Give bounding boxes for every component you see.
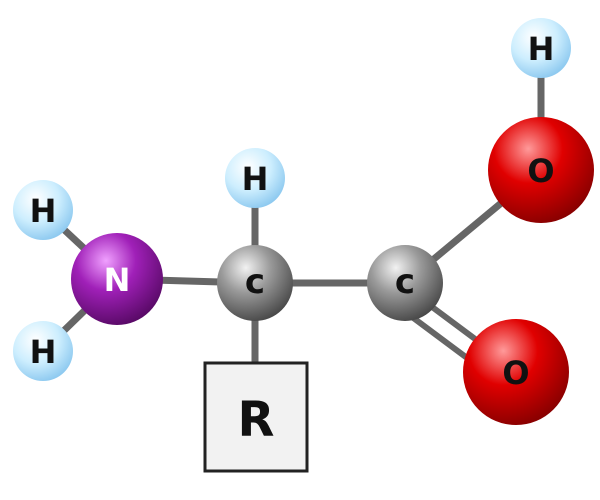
atom-h-hydroxyl: H — [511, 18, 571, 78]
atom-h-amine-bottom: H — [13, 321, 73, 381]
atom-h-amine-top: H — [13, 180, 73, 240]
atom-c-alpha: c — [217, 245, 293, 321]
side-chain-r: R — [203, 361, 309, 473]
atom-c-carboxyl-label: c — [395, 262, 415, 302]
atom-h-hydroxyl-label: H — [528, 30, 555, 68]
atom-o-carbonyl: O — [463, 319, 569, 425]
atom-h-amine-top-label: H — [30, 192, 57, 230]
bonds — [40, 48, 545, 384]
side-chain-label: R — [238, 392, 275, 448]
atom-c-carboxyl: c — [367, 245, 443, 321]
side-chain-box — [203, 361, 309, 473]
atom-o-hydroxyl: O — [488, 117, 594, 223]
atom-nitrogen-label: N — [104, 261, 131, 299]
atom-h-amine-bottom-label: H — [30, 333, 57, 371]
atom-c-alpha-label: c — [245, 262, 265, 302]
atom-o-hydroxyl-label: O — [527, 152, 554, 190]
atom-h-alpha-label: H — [242, 160, 269, 198]
atom-h-alpha: H — [225, 148, 285, 208]
atom-o-carbonyl-label: O — [502, 354, 529, 392]
atom-nitrogen: N — [71, 233, 163, 325]
